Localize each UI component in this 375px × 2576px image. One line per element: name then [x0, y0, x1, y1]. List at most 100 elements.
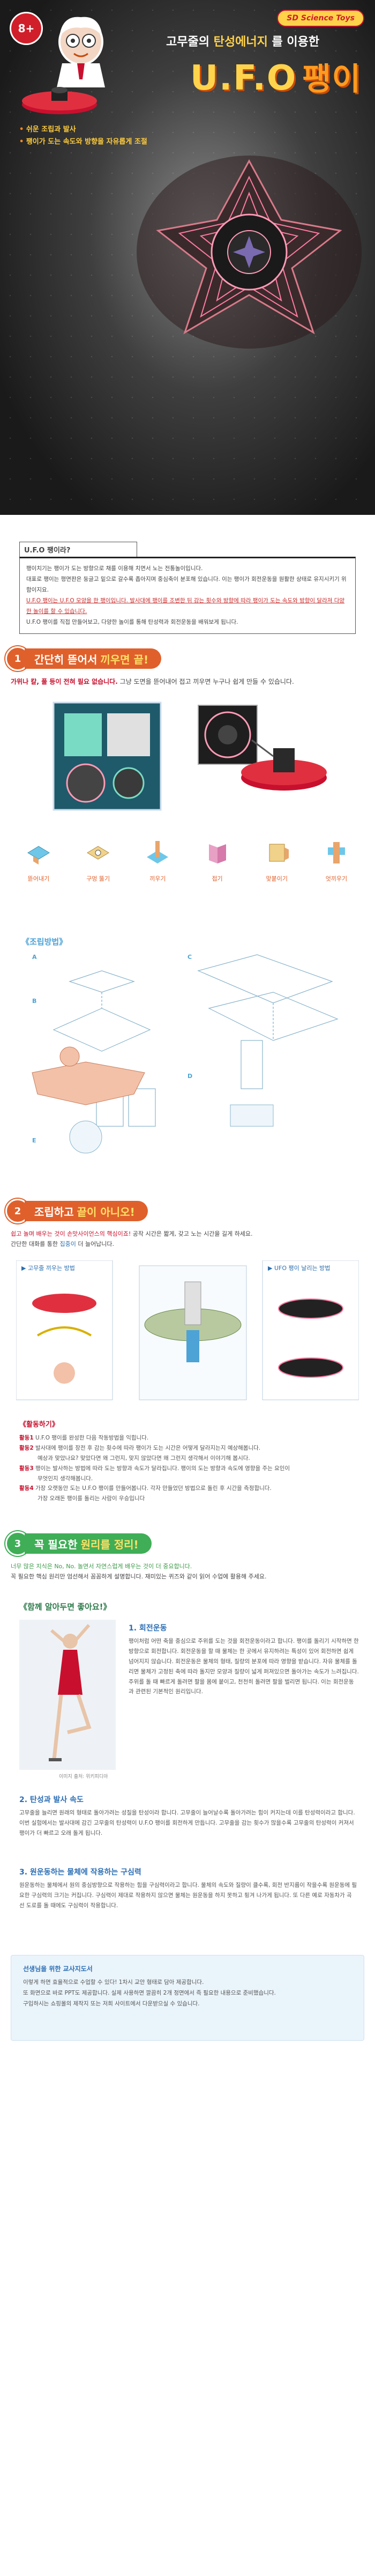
feature-item: 팽이가 도는 속도와 방향을 자유롭게 조절: [19, 136, 147, 146]
subtitle-post: 를 이용한: [272, 35, 320, 49]
fold-icon: [208, 844, 226, 863]
howto-text: 가장 오래돈 팽이를 돌리는 사람이 우승입니다: [38, 1495, 145, 1502]
howto-text: 발사대에 팽이를 장전 후 감는 횟수에 따라 팽이가 도는 시간은 어떻게 달…: [35, 1444, 261, 1451]
section-3-desc: 꼭 필요한 핵심 원리만 엄선해서 꼼꼼하게 설명합니다. 재미있는 퀴즈와 같…: [11, 1573, 267, 1580]
assembly-label-b: B: [32, 998, 36, 1005]
section-2-header: 2 조립하고 끝이 아니오!: [5, 1196, 148, 1226]
section-2-desc2-post: 더 늘어납니다.: [78, 1240, 115, 1248]
step-label: 접기: [212, 875, 223, 882]
teacher-guide-line: 또 화면으로 바로 PPT도 제공합니다. 실제 사용하면 깔끔히 2개 정면에…: [23, 1989, 276, 1996]
launcher-image: [22, 87, 97, 114]
section-1-desc: 그냥 도면을 뜯어내어 접고 끼우면 누구나 쉽게 만들 수 있습니다.: [119, 678, 294, 685]
section-2-description: 쉽고 놀며 배우는 것이 손맛사이언스의 핵심이죠! 공작 시간은 짧게, 갖고…: [11, 1229, 364, 1249]
teacher-guide-title: 선생님을 위한 교사지도서: [23, 1965, 93, 1973]
figure-skater-image: [19, 1620, 116, 1770]
howto-text: 예상과 맞았나요? 맞았다면 왜 그런지, 맞지 않았다면 왜 그런지 생각해서…: [38, 1455, 250, 1462]
howto-item: 활동2 발사대에 팽이를 장전 후 감는 횟수에 따라 팽이가 도는 시간은 어…: [19, 1443, 357, 1453]
title-en: U.F.O: [190, 58, 297, 98]
howto-label: 활동3: [19, 1465, 34, 1472]
subtitle-pre: 고무줄의: [166, 35, 209, 49]
learn-item-text: 고무줄을 늘리면 원래의 형태로 돌아가려는 성질을 탄성이라 합니다. 고무줄…: [19, 1810, 355, 1836]
panel-label-rubber: ▶ 고무줄 끼우는 방법: [21, 1265, 75, 1272]
section-1-title-bar: 간단히 뜯어서 끼우면 끝!: [25, 648, 162, 669]
teacher-guide-line: 구입하시는 쇼핑몰의 제작지 또는 저희 사이트에서 다운받으실 수 있습니다.: [23, 2000, 200, 2007]
hero-banner: 8+ SD Science Toys 고무줄의 탄성에너지 를 이용한 U.F.…: [0, 0, 375, 515]
howto-label: 활동4: [19, 1485, 34, 1492]
assembly-label-e: E: [32, 1137, 36, 1144]
section-2-desc: 공작 시간은 짧게, 갖고 노는 시간을 길게 하세요.: [132, 1230, 253, 1237]
subtitle-accent: 탄성에너지: [213, 35, 268, 49]
play-illustration: ▶ 고무줄 끼우는 방법 ▶ UFO 팽이 날리는 방법: [16, 1260, 359, 1400]
assembly-diagram: A B C D E: [32, 954, 339, 1154]
learn-item-elasticity: 2. 탄성과 발사 속도 고무줄을 늘리면 원래의 형태로 돌아가려는 성질을 …: [19, 1794, 357, 1839]
panel-label-launch: ▶ UFO 팽이 날리는 방법: [268, 1265, 330, 1272]
join-icon: [269, 844, 289, 862]
learn-item-rotation: 1. 회전운동 팽이처럼 어떤 축을 중심으로 주위를 도는 것을 회전운동이라…: [129, 1622, 359, 1697]
info-line: 대표로 팽이는 평면판은 둥글고 밑으로 갈수록 좁아지며 중심축이 분포해 있…: [26, 575, 347, 593]
section-1-description: 가위나 칼, 풀 등이 전혀 필요 없습니다. 그냥 도면을 뜯어내어 접고 끼…: [11, 677, 294, 686]
howto-label: 활동1: [19, 1435, 34, 1441]
howto-label: 활동2: [19, 1444, 34, 1451]
hero-features: 쉬운 조립과 발사 팽이가 도는 속도와 방향을 자유롭게 조절: [19, 123, 147, 148]
step-label: 구멍 뚫기: [86, 875, 110, 882]
section-3-description: 너무 많은 지식은 No, No. 놀면서 자연스럽게 배우는 것이 더 중요합…: [11, 1562, 364, 1582]
info-heading: U.F.O 팽이라?: [19, 542, 137, 557]
howto-item: 활동4 가장 오랫동안 도는 U.F.O 팽이를 만들어봅니다. 각자 만들었던…: [19, 1483, 357, 1494]
section-3-title: 꼭 필요한: [34, 1538, 78, 1551]
howto-text: U.F.O 팽이를 완성한 다음 작동방법을 익힙니다.: [35, 1435, 149, 1441]
age-badge: 8+: [10, 12, 43, 45]
cross-insert-icon: [327, 842, 345, 863]
learn-item-title: 1. 회전운동: [129, 1624, 167, 1633]
assembly-title: 《조립방법》: [21, 937, 68, 947]
section-1-title: 간단히 뜯어서: [34, 653, 98, 666]
howto-item: 가장 오래돈 팽이를 돌리는 사람이 우승입니다: [19, 1494, 357, 1504]
step-insert: 끼우기: [135, 837, 180, 883]
punch-icon: [87, 846, 110, 860]
section-2-desc-red: 쉽고 놀며 배우는 것이 손맛사이언스의 핵심이죠!: [11, 1230, 131, 1237]
ufo-top-image: [137, 156, 362, 349]
section-1-highlight: 끼우면 끝!: [100, 653, 149, 666]
skater-caption: 이미지 출처: 위키피디아: [59, 1774, 108, 1780]
insert-icon: [147, 841, 169, 863]
section-2-desc2-pre: 간단한 대화를 통한: [11, 1240, 58, 1248]
howto-text: 팽이는 발사하는 방법에 따라 도는 방향과 속도가 달라집니다. 팽이의 도는…: [35, 1465, 290, 1472]
info-line: 팽이치기는 팽이가 도는 방향으로 채를 이용해 치면서 노는 전통놀이입니다.: [26, 565, 203, 572]
learn-item-text: 원운동하는 물체에서 원의 중심방향으로 작용하는 힘을 구심력이라고 합니다.…: [19, 1882, 357, 1909]
feature-item: 쉬운 조립과 발사: [19, 123, 147, 134]
info-line: U.F.O 팽이는 U.F.O 모양을 한 팽이입니다. 발사대에 팽이를 조변…: [26, 597, 345, 615]
learn-item-text: 팽이처럼 어떤 축을 중심으로 주위를 도는 것을 회전운동이라고 합니다. 팽…: [129, 1638, 359, 1695]
step-fold: 접기: [195, 837, 240, 883]
howto-item: 활동3 팽이는 발사하는 방법에 따라 도는 방향과 속도가 달라집니다. 팽이…: [19, 1464, 357, 1474]
learn-title: 《함께 알아두면 좋아요!》: [19, 1602, 111, 1612]
tear-icon: [27, 846, 50, 865]
step-cross-insert: 엇끼우기: [314, 837, 359, 883]
step-label: 엇끼우기: [325, 875, 348, 882]
section-2-highlight: 끝이 아니오!: [77, 1205, 135, 1219]
howto-item: 활동1 U.F.O 팽이를 완성한 다음 작동방법을 익힙니다.: [19, 1433, 357, 1443]
section-3-desc-green: 너무 많은 지식은 No, No. 놀면서 자연스럽게 배우는 것이 더 중요합…: [11, 1563, 192, 1570]
hero-subtitle: 고무줄의 탄성에너지 를 이용한: [166, 32, 319, 49]
teacher-guide-line: 이렇게 하면 효율적으로 수업할 수 있다! 1차시 교안 형태로 담아 제공합…: [23, 1979, 204, 1985]
assembly-label-d: D: [188, 1073, 192, 1080]
step-punch: 구멍 뚫기: [76, 837, 121, 883]
assembly-label-c: C: [188, 954, 192, 961]
mascot-character: [57, 17, 105, 87]
teacher-guide-box: 선생님을 위한 교사지도서 이렇게 하면 효율적으로 수업할 수 있다! 1차시…: [11, 1955, 364, 2041]
howto-list: 활동1 U.F.O 팽이를 완성한 다음 작동방법을 익힙니다. 활동2 발사대…: [19, 1433, 357, 1504]
section-3-header: 3 꼭 필요한 원리를 정리!: [5, 1529, 152, 1559]
learn-item-centripetal: 3. 원운동하는 물체에 작용하는 구심력 원운동하는 물체에서 원의 중심방향…: [19, 1866, 357, 1911]
section-2-title-bar: 조립하고 끝이 아니오!: [25, 1201, 148, 1221]
howto-title: 《활동하기》: [19, 1421, 59, 1429]
kit-sheet-illustration: [52, 702, 327, 811]
step-label: 끼우기: [149, 875, 166, 882]
howto-text: 무엇인지 생각해봅니다.: [38, 1475, 93, 1482]
info-body: 팽이치기는 팽이가 도는 방향으로 채를 이용해 치면서 노는 전통놀이입니다.…: [19, 557, 356, 634]
assembly-label-a: A: [32, 954, 37, 961]
step-tear: 뜯어내기: [16, 837, 61, 883]
section-3-title-bar: 꼭 필요한 원리를 정리!: [25, 1533, 152, 1554]
section-1-header: 1 간단히 뜯어서 끼우면 끝!: [5, 644, 162, 674]
learn-item-title: 2. 탄성과 발사 속도: [19, 1796, 84, 1804]
step-label: 맞붙이기: [266, 875, 288, 882]
step-label: 뜯어내기: [27, 875, 50, 882]
